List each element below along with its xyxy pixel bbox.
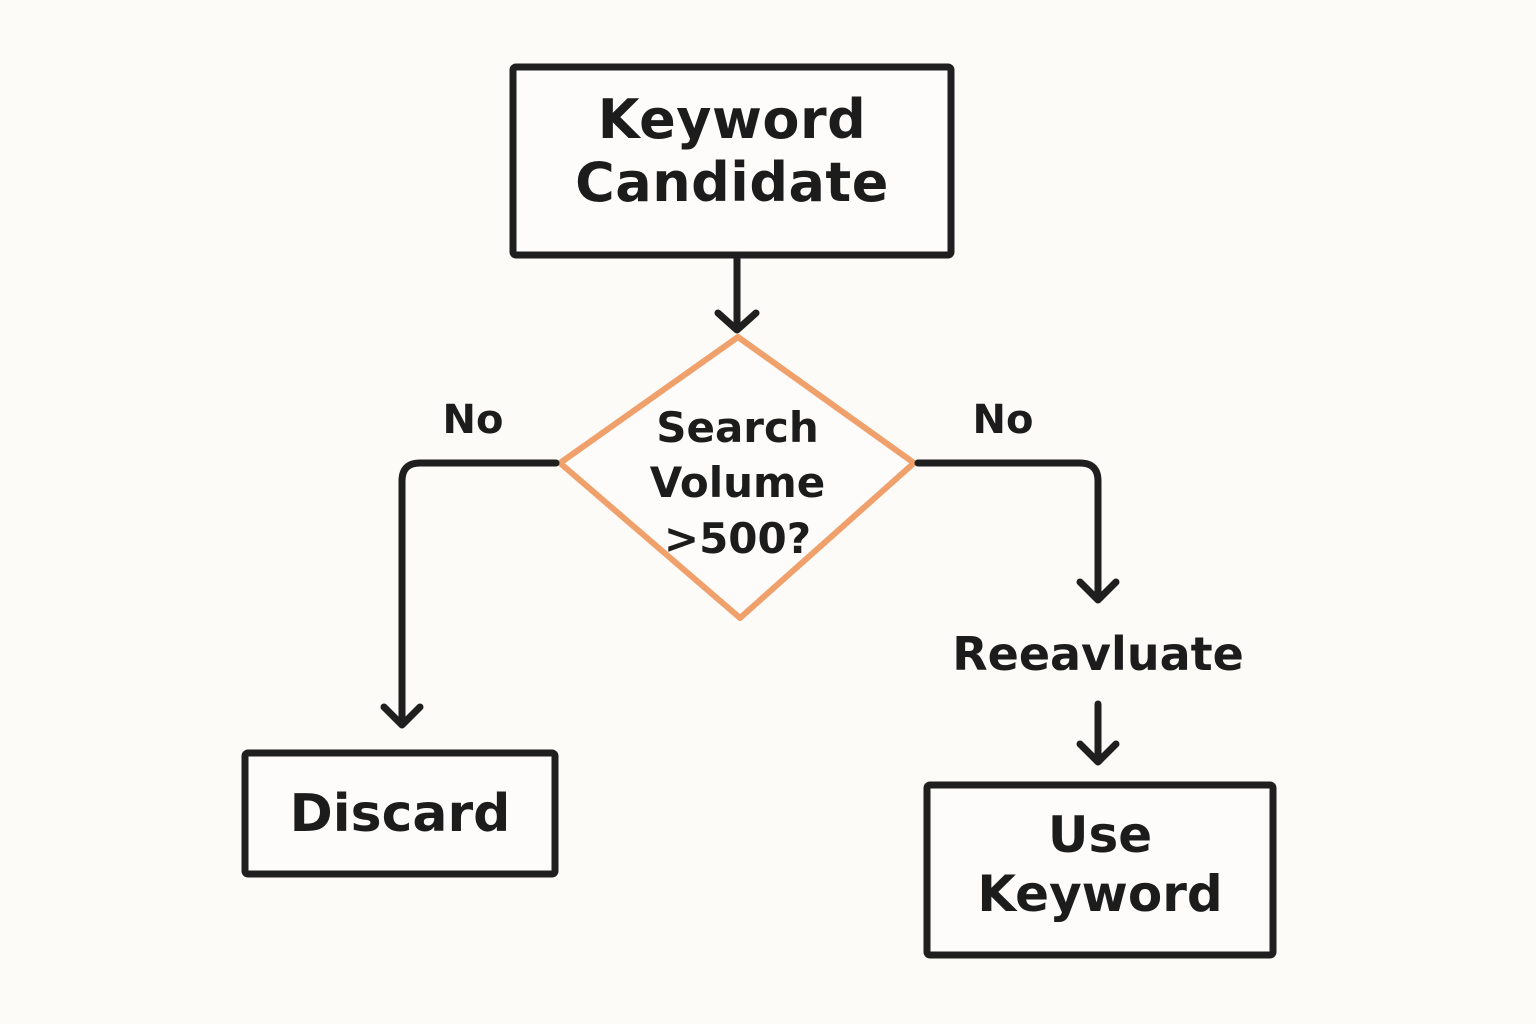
- edge-label-no-right: No: [972, 397, 1034, 443]
- node-decision-line3: >500?: [663, 513, 812, 563]
- node-use-keyword-label: Use Keyword: [927, 806, 1273, 923]
- node-use-keyword-line2: Keyword: [977, 864, 1223, 923]
- arrowhead-start-to-decision: [714, 309, 760, 334]
- node-keyword-candidate-line2: Candidate: [575, 151, 889, 215]
- node-use-keyword-line1: Use: [1047, 806, 1153, 864]
- node-use-keyword-box: [923, 781, 1277, 959]
- node-keyword-candidate-box: [509, 63, 955, 259]
- node-discard-label: Discard: [289, 784, 511, 844]
- node-keyword-candidate-label: Keyword Candidate: [513, 88, 951, 214]
- node-reevaluate-label: Reeavluate: [952, 627, 1244, 681]
- edge-label-no-left: No: [442, 397, 504, 443]
- node-decision-line2: Volume: [649, 458, 826, 508]
- node-decision-diamond: [557, 334, 917, 621]
- node-discard-box: [241, 749, 559, 878]
- arrowhead-to-discard: [380, 703, 424, 729]
- node-decision-label: Search Volume >500?: [600, 400, 875, 566]
- node-decision-line1: Search: [656, 403, 819, 452]
- arrowhead-to-reevaluate: [1076, 578, 1120, 604]
- edge-decision-to-discard: [398, 459, 560, 726]
- edge-decision-to-reevaluate: [914, 459, 1102, 601]
- arrowhead-to-use-keyword: [1076, 740, 1120, 766]
- node-keyword-candidate-line1: Keyword: [597, 88, 867, 151]
